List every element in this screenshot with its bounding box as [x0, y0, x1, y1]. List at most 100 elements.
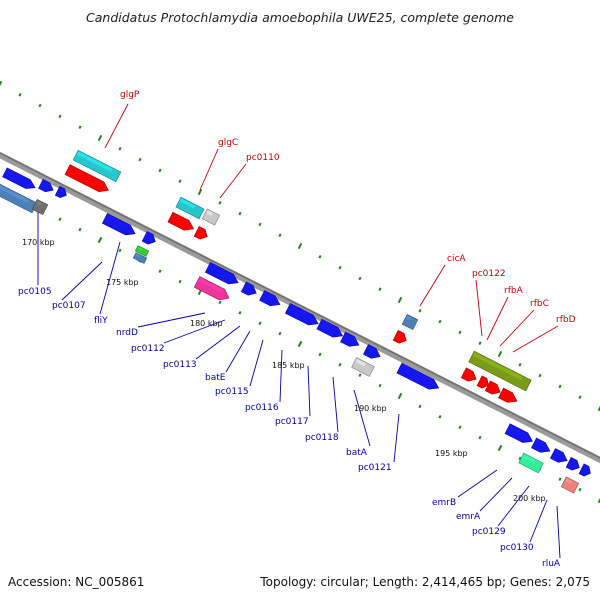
gene-shape: [31, 198, 49, 216]
kbp-label: 185 kbp: [272, 361, 305, 370]
tick-mark: [418, 309, 422, 313]
tick-mark: [378, 287, 382, 291]
gene-highlight: [171, 213, 188, 224]
gene-feature: [175, 196, 205, 220]
tick-mark: [318, 255, 322, 259]
gene-shape: [38, 178, 54, 193]
gene-shape: [240, 281, 257, 296]
tick-mark: [578, 395, 582, 399]
gene-feature: [340, 331, 360, 347]
gene-highlight: [570, 458, 576, 464]
gene-highlight: [137, 246, 143, 251]
tick-mark: [278, 233, 282, 237]
gene-label-rluA: rluA: [542, 559, 561, 569]
leader-line: [99, 241, 121, 315]
gene-label-rfbA: rfbA: [504, 286, 524, 296]
gene-shape: [484, 380, 501, 395]
gene-label-pc0107: pc0107: [52, 301, 86, 311]
gene-shape: [351, 357, 375, 377]
tick-mark: [238, 311, 242, 315]
gene-label-batA: batA: [346, 448, 368, 458]
leader-line: [475, 279, 483, 337]
gene-highlight: [320, 320, 337, 331]
gene-label-pc0116: pc0116: [245, 403, 279, 413]
topology-text: Topology: circular; Length: 2,414,465 bp…: [259, 575, 590, 589]
gene-highlight: [535, 439, 545, 446]
gene-feature: [401, 313, 419, 331]
leader-line: [457, 469, 498, 498]
tick-mark: [597, 496, 600, 504]
gene-highlight: [406, 315, 412, 321]
leader-line: [279, 349, 283, 403]
gene-label-pc0129: pc0129: [472, 527, 506, 537]
leader-line: [307, 365, 311, 417]
gene-shape: [392, 329, 407, 344]
tick-mark: [0, 80, 3, 88]
gene-shape: [362, 344, 381, 359]
gene-feature: [0, 182, 38, 214]
gene-label-glgC: glgC: [218, 138, 238, 148]
kbp-label: 180 kbp: [190, 319, 223, 328]
tick-mark: [438, 319, 442, 324]
gene-label-batE: batE: [205, 373, 226, 383]
gene-highlight: [400, 364, 433, 383]
gene-feature: [38, 178, 54, 193]
gene-label-nrdD: nrdD: [116, 328, 138, 338]
gene-label-pc0113: pc0113: [163, 360, 197, 370]
gene-shape: [578, 463, 591, 477]
tick-mark: [578, 487, 582, 492]
leader-line: [486, 296, 509, 341]
tick-mark: [397, 296, 403, 304]
gene-shape: [560, 476, 580, 494]
gene-label-pc0130: pc0130: [500, 543, 534, 553]
gene-shape: [498, 387, 518, 403]
tick-mark: [197, 188, 203, 196]
accession-text: Accession: NC_005861: [8, 575, 144, 589]
leader-line: [219, 163, 247, 199]
gene-highlight: [36, 200, 42, 206]
gene-shape: [565, 456, 580, 471]
leader-line: [512, 325, 559, 353]
tick-mark: [97, 134, 103, 142]
gene-highlight: [106, 214, 130, 229]
gene-shape: [401, 313, 419, 331]
gene-highlight: [198, 277, 224, 293]
tick-mark: [558, 477, 562, 481]
gene-feature: [565, 456, 580, 471]
gene-feature: [167, 211, 195, 231]
gene-highlight: [465, 369, 472, 375]
tick-mark: [558, 384, 562, 389]
gene-feature: [518, 452, 544, 474]
kbp-label: 200 kbp: [513, 494, 546, 503]
gene-highlight: [206, 210, 213, 216]
tick-mark: [358, 373, 362, 377]
leader-line: [499, 309, 535, 347]
tick-mark: [518, 456, 522, 461]
gene-feature: [504, 423, 533, 443]
bottom-gene-labels: pc0105 pc0107 fliY nrdD pc0112 pc0113 ba…: [18, 287, 561, 569]
gene-feature: [54, 185, 67, 199]
gene-label-pc0115: pc0115: [215, 387, 249, 397]
gene-label-fliY: fliY: [94, 316, 108, 326]
tick-mark: [158, 269, 162, 273]
gene-highlight: [582, 465, 588, 470]
gene-highlight: [289, 304, 313, 319]
leader-line: [199, 148, 219, 191]
gene-feature: [531, 437, 551, 453]
tick-mark: [297, 340, 303, 348]
gene-shape: [518, 452, 544, 474]
gene-feature: [101, 212, 136, 236]
gene-highlight: [68, 166, 103, 186]
gene-highlight: [146, 232, 152, 238]
leader-line: [479, 477, 513, 512]
tick-mark: [58, 114, 62, 119]
gene-highlight: [77, 151, 113, 172]
gene-highlight: [179, 198, 196, 209]
gene-highlight: [508, 425, 527, 437]
tick-mark: [118, 147, 122, 151]
gene-feature: [484, 380, 501, 395]
tick-mark: [78, 227, 82, 232]
tick-mark: [97, 236, 103, 244]
gene-highlight: [565, 478, 572, 484]
